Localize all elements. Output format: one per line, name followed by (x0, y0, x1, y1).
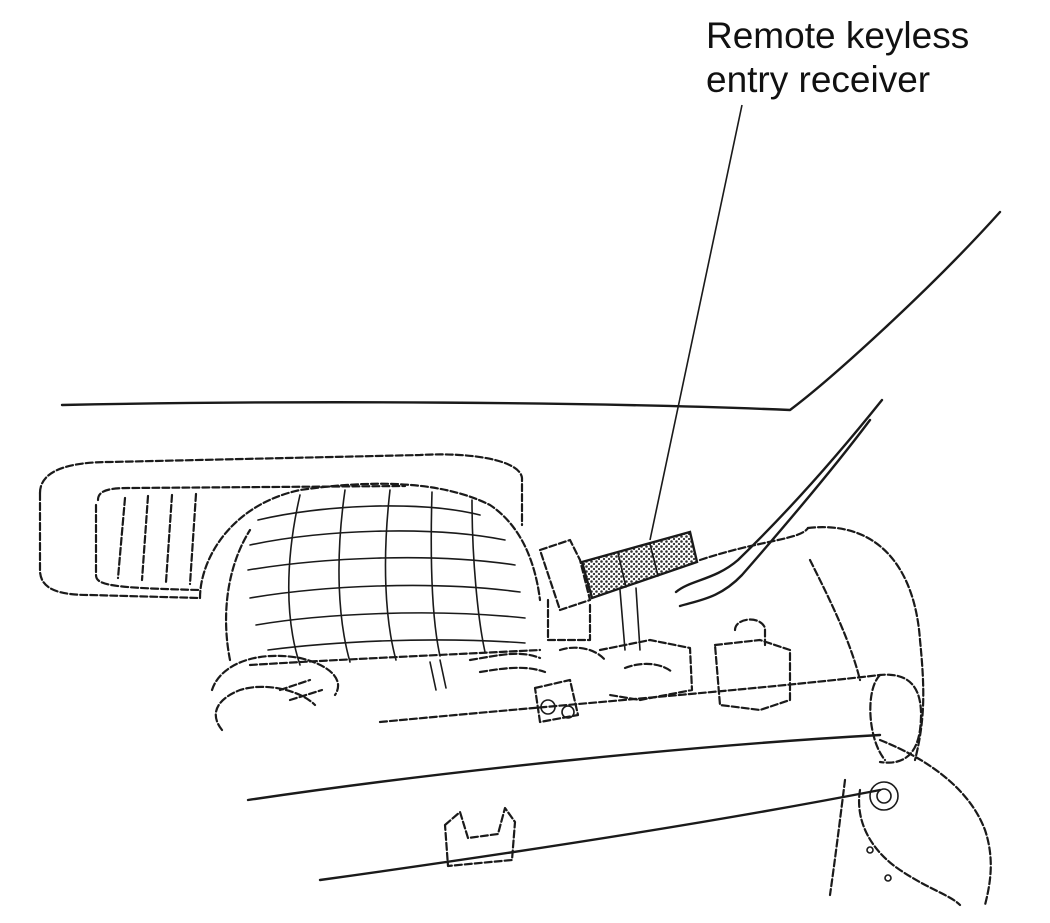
dashboard-top-edge (60, 210, 1002, 412)
blower-grille (247, 489, 542, 667)
blower-housing (198, 482, 542, 602)
remote-keyless-entry-receiver (580, 530, 699, 600)
lower-panel (806, 526, 925, 762)
a-pillar-trim (674, 398, 884, 594)
duct-housing (38, 453, 524, 527)
cross-tube (378, 673, 923, 764)
connector-bracket (538, 538, 592, 612)
hose (210, 654, 340, 697)
callout-line-1: Remote keyless (706, 15, 970, 56)
callout-label: Remote keyless entry receiver (706, 14, 969, 102)
trim-clip (443, 806, 517, 868)
callout-line-2: entry receiver (706, 59, 931, 100)
callout-leader-line (649, 104, 743, 541)
